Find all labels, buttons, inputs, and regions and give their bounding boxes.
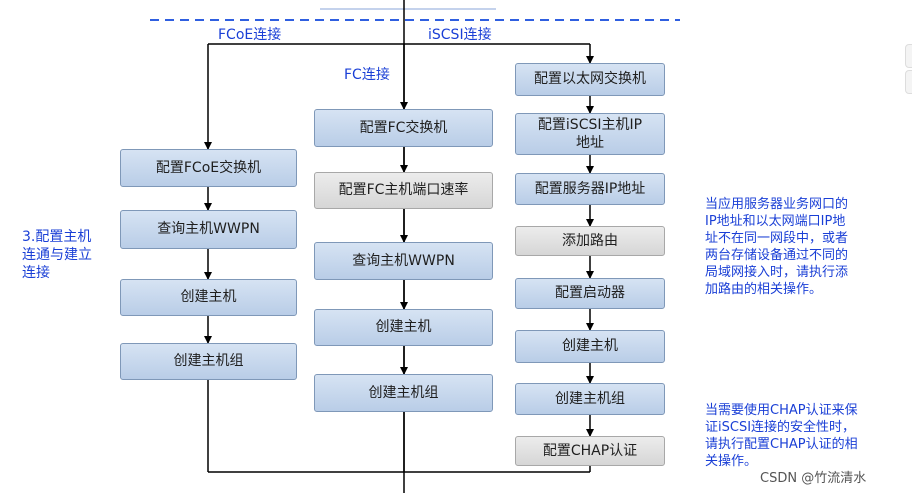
fcoe-label: FCoE连接 xyxy=(218,27,282,43)
route-note: 当应用服务器业务网口的 IP地址和以太网端口IP地 址不在同一网段中，或者 两台… xyxy=(705,196,905,298)
fcoe-step-create-host-group: 创建主机组 xyxy=(120,343,297,380)
fc-step-configure-switch: 配置FC交换机 xyxy=(314,109,493,147)
route-note-line: 当应用服务器业务网口的 xyxy=(705,197,849,212)
route-note-line: 两台存储设备通过不同的 xyxy=(705,248,849,263)
iscsi-step-create-host: 创建主机 xyxy=(515,330,665,363)
route-note-line: IP地址和以太网端口IP地 xyxy=(705,214,846,229)
fc-step-query-wwpn: 查询主机WWPN xyxy=(314,242,493,280)
edge-tab xyxy=(905,44,912,68)
route-note-line: 址不在同一网段中，或者 xyxy=(705,231,849,246)
iscsi-step-ethernet-switch: 配置以太网交换机 xyxy=(515,63,665,96)
iscsi-label: iSCSI连接 xyxy=(428,27,492,43)
fcoe-step-configure-switch: 配置FCoE交换机 xyxy=(120,149,297,187)
iscsi-step-configure-initiator: 配置启动器 xyxy=(515,278,665,309)
fc-step-create-host: 创建主机 xyxy=(314,309,493,346)
chap-note-line: 证iSCSI连接的安全性时， xyxy=(705,420,856,435)
iscsi-step-configure-chap: 配置CHAP认证 xyxy=(515,436,665,466)
fc-label: FC连接 xyxy=(344,67,390,83)
iscsi-step-create-host-group: 创建主机组 xyxy=(515,383,665,415)
route-note-line: 加路由的相关操作。 xyxy=(705,282,823,297)
side-label-line: 3.配置主机 xyxy=(22,229,92,245)
fcoe-step-query-wwpn: 查询主机WWPN xyxy=(120,210,297,249)
side-label-line: 连接 xyxy=(22,265,50,281)
iscsi-step-add-route: 添加路由 xyxy=(515,226,665,256)
iscsi-step-host-ip-text: 配置iSCSI主机IP地址 xyxy=(537,117,643,151)
fc-step-port-speed: 配置FC主机端口速率 xyxy=(314,172,493,209)
chap-note-line: 当需要使用CHAP认证来保 xyxy=(705,403,858,418)
route-note-line: 局域网接入时，请执行添 xyxy=(705,265,849,280)
step-section-label: 3.配置主机 连通与建立 连接 xyxy=(22,228,92,282)
chap-note-line: 请执行配置CHAP认证的相 xyxy=(705,437,858,452)
chap-note-line: 关操作。 xyxy=(705,454,758,469)
edge-tab xyxy=(905,70,912,94)
chap-note: 当需要使用CHAP认证来保 证iSCSI连接的安全性时， 请执行配置CHAP认证… xyxy=(705,402,905,470)
watermark: CSDN @竹流清水 xyxy=(760,471,867,486)
side-label-line: 连通与建立 xyxy=(22,247,92,263)
iscsi-step-host-ip: 配置iSCSI主机IP地址 xyxy=(515,113,665,155)
fc-step-create-host-group: 创建主机组 xyxy=(314,374,493,412)
iscsi-step-server-ip: 配置服务器IP地址 xyxy=(515,173,665,205)
fcoe-step-create-host: 创建主机 xyxy=(120,279,297,316)
